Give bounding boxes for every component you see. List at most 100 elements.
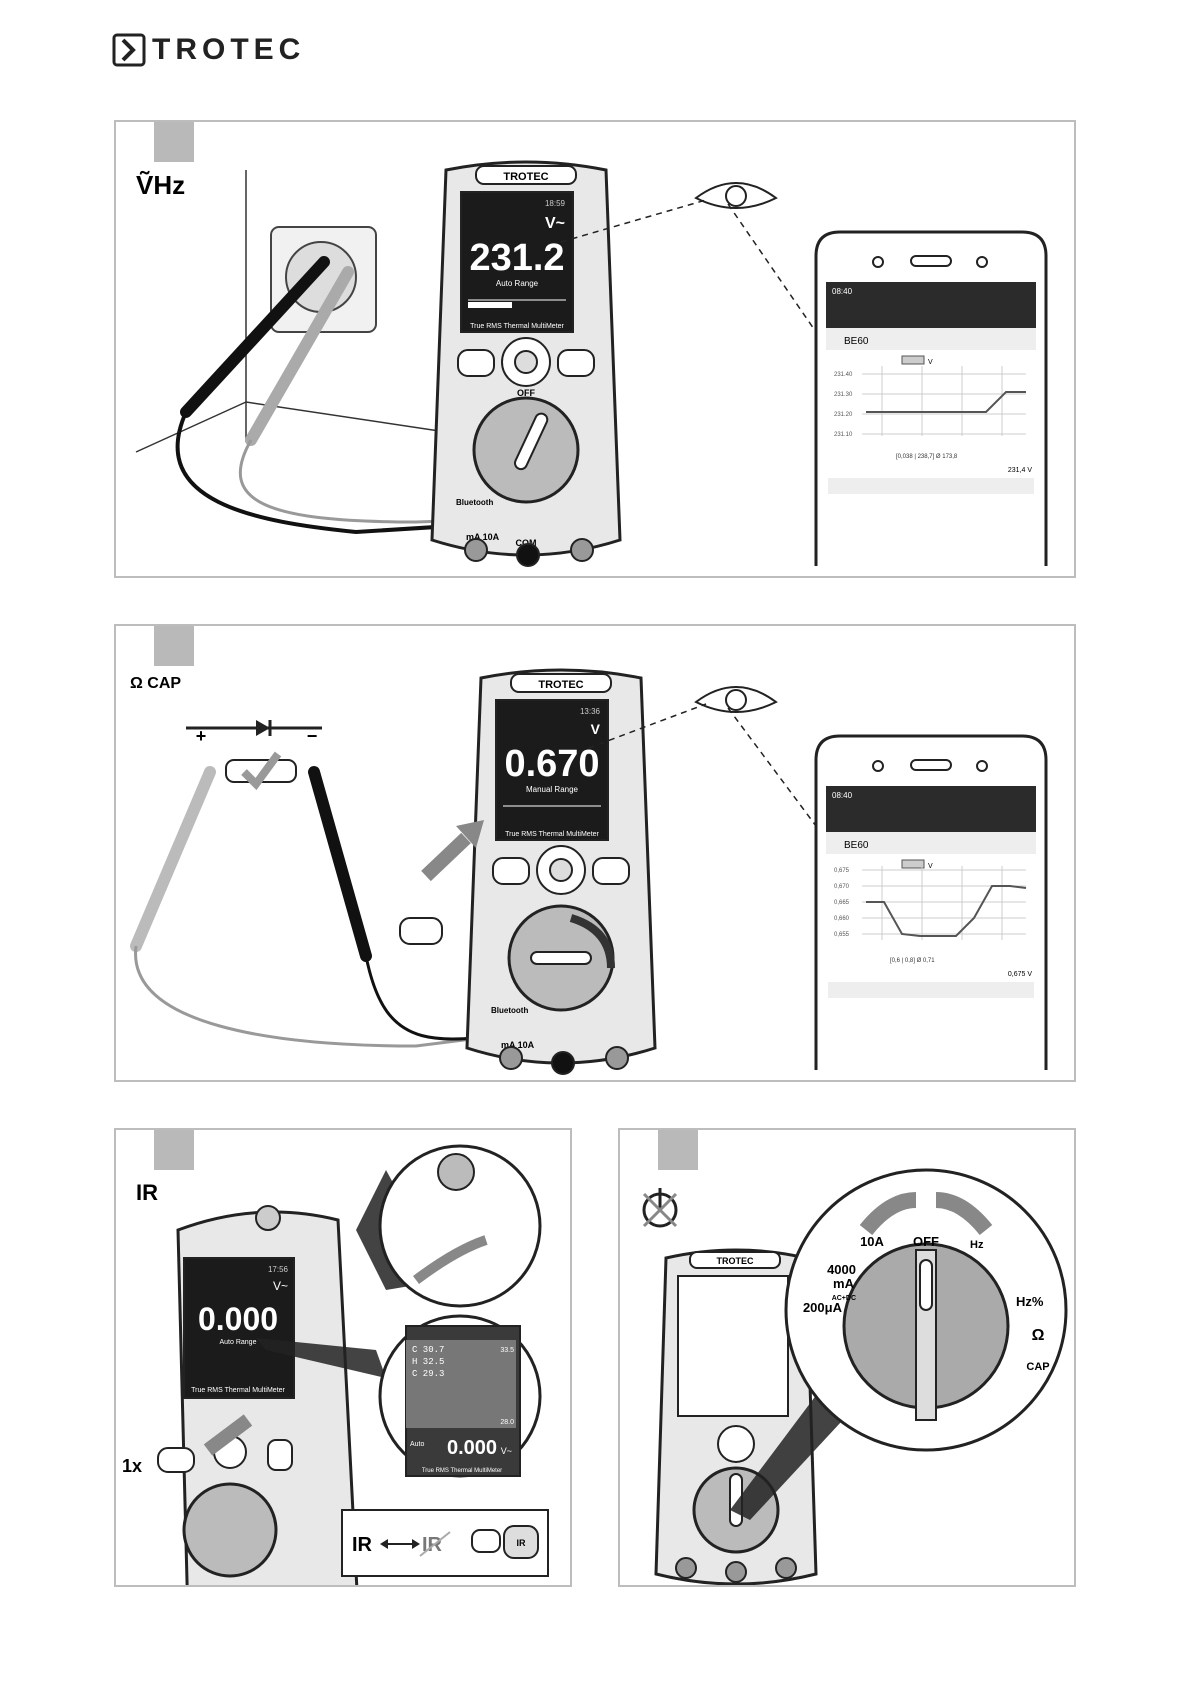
- svg-text:V: V: [591, 721, 601, 737]
- svg-text:Manual Range: Manual Range: [526, 785, 579, 794]
- press-count: 1x: [122, 1456, 142, 1476]
- hand-press-icon: [157, 1447, 195, 1473]
- svg-text:V: V: [928, 359, 933, 366]
- display-value: 0.670: [504, 743, 599, 785]
- ir-button: [267, 1439, 293, 1471]
- panel-diode-measurement: Ω CAP + − TROTEC 13:36 V 0.670 Manual Ra…: [114, 624, 1076, 1082]
- svg-text:True RMS Thermal MultiMeter: True RMS Thermal MultiMeter: [191, 1387, 285, 1394]
- svg-text:28.0: 28.0: [500, 1419, 514, 1426]
- step-number-box: [154, 122, 194, 162]
- rotate-right-arrow-icon: [935, 1192, 993, 1236]
- svg-text:BE60: BE60: [844, 840, 869, 851]
- ir-off-slash: [419, 1531, 451, 1557]
- svg-text:0,670: 0,670: [834, 884, 850, 890]
- svg-text:TROTEC: TROTEC: [717, 1256, 754, 1266]
- step-number-box: [658, 1130, 698, 1170]
- step-number-box: [154, 626, 194, 666]
- svg-text:13:36: 13:36: [580, 707, 601, 716]
- svg-text:0,655: 0,655: [834, 932, 850, 938]
- svg-text:0,665: 0,665: [834, 900, 850, 906]
- smartphone: 08:40 BE60 V 0,675 0,670 0,665 0,660 0,6…: [814, 734, 1048, 1070]
- svg-text:08:40: 08:40: [832, 287, 853, 296]
- svg-text:+: +: [196, 726, 207, 746]
- panel-voltage-measurement: ṼHz TROTEC 18:59 V~ 231.2 Auto Range Tru…: [114, 120, 1076, 578]
- multimeter: 17:56 V~ 0.000 Auto Range True RMS Therm…: [176, 1205, 359, 1585]
- svg-text:Bluetooth: Bluetooth: [456, 498, 493, 507]
- svg-text:10A: 10A: [860, 1234, 884, 1249]
- svg-text:[0,6 | 0,8] Ø 0,71: [0,6 | 0,8] Ø 0,71: [890, 958, 935, 964]
- meter-screen-off: [677, 1275, 789, 1417]
- app-top-bar: [826, 786, 1036, 832]
- svg-text:Bluetooth: Bluetooth: [491, 1006, 528, 1015]
- svg-text:[0,038 | 238,7] Ø 173,8: [0,038 | 238,7] Ø 173,8: [896, 454, 958, 460]
- meter-screen: [183, 1257, 295, 1399]
- svg-text:C 29.3: C 29.3: [412, 1369, 444, 1379]
- svg-text:231.30: 231.30: [834, 392, 853, 398]
- panel1-illustration: ṼHz TROTEC 18:59 V~ 231.2 Auto Range Tru…: [135, 160, 1048, 567]
- svg-text:mA 10A: mA 10A: [466, 532, 500, 542]
- svg-text:True RMS Thermal MultiMeter: True RMS Thermal MultiMeter: [422, 1468, 502, 1474]
- eye-icon: [694, 182, 778, 209]
- panel-infrared: IR 17:56 V~ 0.000 Auto Range True RMS Th…: [114, 1128, 572, 1587]
- svg-text:mA: mA: [833, 1276, 855, 1291]
- hand-press-icon: [399, 917, 443, 945]
- step-number-box: [154, 1130, 194, 1170]
- logo-text: TROTEC: [152, 33, 306, 66]
- svg-text:17:56: 17:56: [268, 1265, 289, 1274]
- svg-text:231.20: 231.20: [834, 412, 853, 418]
- svg-text:AC+DC: AC+DC: [832, 1295, 856, 1302]
- app-top-bar: [826, 282, 1036, 328]
- ir-title: IR: [136, 1180, 158, 1205]
- power-off-icon: [642, 1188, 678, 1228]
- svg-text:Auto Range: Auto Range: [496, 279, 539, 288]
- svg-text:C 30.7: C 30.7: [412, 1345, 444, 1355]
- chart-series-line: [866, 391, 1026, 413]
- svg-text:mA 10A: mA 10A: [501, 1040, 535, 1050]
- panel3-illustration: IR 17:56 V~ 0.000 Auto Range True RMS Th…: [122, 1144, 549, 1585]
- meter-screen: [460, 191, 574, 333]
- display-value: 0.000: [198, 1301, 278, 1337]
- display-value: 231.2: [469, 237, 564, 279]
- svg-text:Ω: Ω: [1032, 1327, 1045, 1344]
- panel-switch-off: TROTEC 10A OFF Hz 4000 mA AC+DC 200μA Hz…: [618, 1128, 1076, 1587]
- svg-text:True RMS Thermal MultiMeter: True RMS Thermal MultiMeter: [470, 323, 564, 330]
- svg-text:231,4 V: 231,4 V: [1008, 467, 1032, 474]
- multimeter: TROTEC 18:59 V~ 231.2 Auto Range True RM…: [430, 160, 622, 567]
- panel2-illustration: Ω CAP + − TROTEC 13:36 V 0.670 Manual Ra…: [130, 668, 1048, 1075]
- svg-text:0,660: 0,660: [834, 916, 850, 922]
- svg-text:V~: V~: [545, 215, 565, 232]
- svg-text:OFF: OFF: [913, 1234, 939, 1249]
- svg-text:4000: 4000: [827, 1262, 856, 1277]
- svg-text:COM: COM: [516, 538, 537, 548]
- slide-arrow-icon: [413, 1235, 488, 1285]
- svg-text:BE60: BE60: [844, 336, 869, 347]
- trotec-logo: TROTEC: [112, 32, 305, 68]
- svg-text:H 32.5: H 32.5: [412, 1357, 444, 1367]
- svg-text:TROTEC: TROTEC: [538, 679, 583, 691]
- ir-button-icon: [503, 1525, 539, 1559]
- black-probe: [180, 256, 330, 418]
- svg-text:0.000: 0.000: [447, 1437, 497, 1459]
- rotate-arrow-icon: [569, 914, 615, 969]
- svg-text:33.5: 33.5: [500, 1347, 514, 1354]
- multimeter: TROTEC: [654, 1248, 818, 1585]
- svg-text:V: V: [928, 863, 933, 870]
- svg-text:231.10: 231.10: [834, 432, 853, 438]
- svg-text:Auto: Auto: [410, 1441, 425, 1448]
- svg-text:−: −: [307, 726, 318, 746]
- svg-text:18:59: 18:59: [545, 199, 566, 208]
- voltage-hz-icon: ṼHz: [136, 170, 185, 200]
- svg-text:V~: V~: [501, 1446, 512, 1456]
- svg-text:True RMS Thermal MultiMeter: True RMS Thermal MultiMeter: [505, 831, 599, 838]
- hand-press-icon: [471, 1529, 501, 1553]
- rotate-left-arrow-icon: [859, 1192, 917, 1236]
- svg-text:IR: IR: [352, 1534, 373, 1556]
- zoom-circle-sensor: [378, 1144, 542, 1308]
- svg-text:08:40: 08:40: [832, 791, 853, 800]
- svg-text:Auto Range: Auto Range: [220, 1339, 257, 1346]
- chart-grid: [862, 866, 1026, 940]
- eye-icon: [694, 686, 778, 713]
- red-probe: [245, 266, 354, 446]
- rotary-dial: [182, 1482, 278, 1578]
- svg-text:0,675: 0,675: [834, 868, 850, 874]
